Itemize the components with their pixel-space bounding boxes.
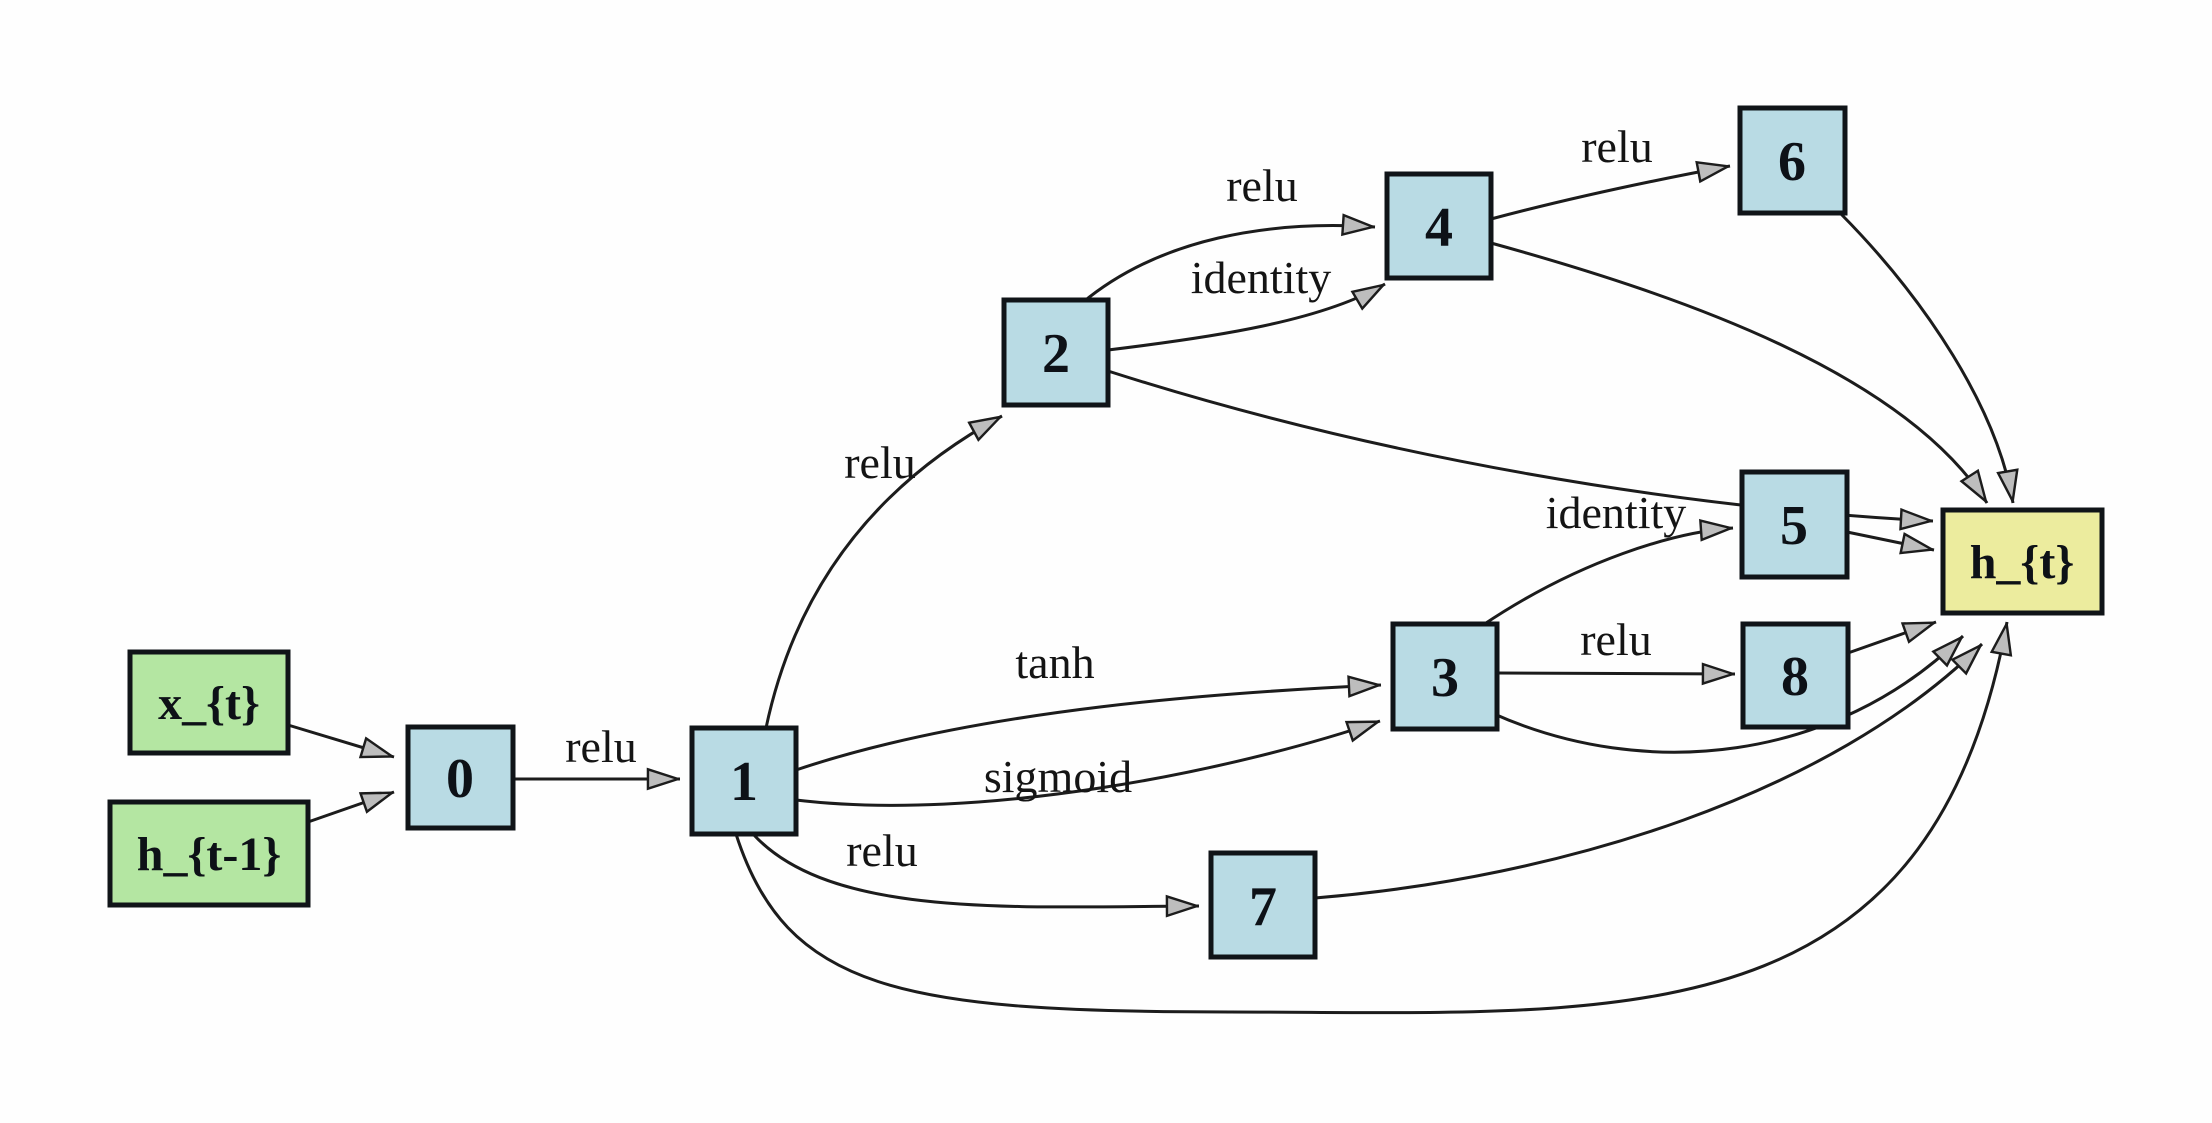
- edge-label-tanh-1-3: tanh: [1015, 637, 1094, 688]
- node-8-label: 8: [1781, 646, 1809, 708]
- edges-layer: [287, 166, 2013, 1015]
- edge-1-to-7: [751, 832, 1199, 907]
- edge-xt-to-0: [287, 723, 394, 759]
- nodes-layer: x_{t} h_{t-1} 0 1 2 3 4 5: [107, 105, 2105, 960]
- node-7-box: [1208, 850, 1318, 960]
- edge-label-sigmoid-1-3: sigmoid: [984, 751, 1132, 802]
- edge-label-identity-3-5: identity: [1546, 487, 1687, 538]
- edge-label-relu-2-4: relu: [1226, 160, 1298, 211]
- edge-1-to-3-sigmoid: [795, 719, 1380, 807]
- node-5: 5: [1739, 469, 1850, 580]
- edge-label-relu-1-2: relu: [844, 437, 916, 488]
- edge-label-relu-3-8: relu: [1580, 614, 1652, 665]
- node-1: 1: [689, 725, 799, 837]
- edge-3-to-8: [1496, 673, 1735, 674]
- node-xt: x_{t}: [127, 649, 291, 756]
- node-xt-label: x_{t}: [158, 677, 260, 730]
- node-0-box: [405, 724, 516, 831]
- edge-htprev-to-0: [307, 790, 394, 824]
- node-5-label: 5: [1780, 495, 1808, 557]
- edge-8-to-ht: [1847, 620, 1936, 655]
- node-2: 2: [1001, 297, 1111, 408]
- node-2-box: [1001, 297, 1111, 408]
- node-htprev: h_{t-1}: [107, 799, 311, 908]
- node-0-label: 0: [446, 748, 474, 810]
- node-3: 3: [1390, 621, 1500, 732]
- node-ht-label: h_{t}: [1970, 536, 2075, 589]
- edge-1-to-ht: [734, 622, 2007, 1015]
- node-7-label: 7: [1249, 876, 1277, 938]
- edge-3-to-5: [1482, 528, 1733, 627]
- node-0: 0: [405, 724, 516, 831]
- node-3-box: [1390, 621, 1500, 732]
- node-ht-box: [1940, 507, 2105, 616]
- edge-4-to-6: [1490, 166, 1730, 221]
- edge-labels-layer: relu relu tanh sigmoid relu relu identit…: [565, 121, 1686, 876]
- node-4-box: [1384, 171, 1494, 281]
- edge-5-to-ht: [1846, 530, 1934, 550]
- node-htprev-label: h_{t-1}: [137, 828, 282, 881]
- edge-label-relu-4-6: relu: [1581, 121, 1653, 172]
- node-6-box: [1737, 105, 1848, 216]
- edge-label-relu-1-7: relu: [846, 825, 918, 876]
- edge-label-relu-0-1: relu: [565, 721, 637, 772]
- node-ht: h_{t}: [1940, 507, 2105, 616]
- node-xt-box: [127, 649, 291, 756]
- node-2-label: 2: [1042, 323, 1070, 385]
- node-1-box: [689, 725, 799, 837]
- edge-6-to-ht: [1839, 212, 2013, 503]
- node-8: 8: [1740, 621, 1851, 730]
- node-6-label: 6: [1778, 131, 1806, 193]
- edge-2-to-4-identity: [1107, 282, 1385, 352]
- node-5-box: [1739, 469, 1850, 580]
- node-4: 4: [1384, 171, 1494, 281]
- edge-2-to-4-relu: [1081, 226, 1375, 305]
- node-1-label: 1: [730, 751, 758, 813]
- node-6: 6: [1737, 105, 1848, 216]
- node-3-label: 3: [1431, 647, 1459, 709]
- node-8-box: [1740, 621, 1851, 730]
- edge-1-to-3-tanh: [795, 685, 1381, 772]
- edge-3-to-ht: [1491, 636, 1963, 754]
- edge-4-to-ht: [1490, 241, 1989, 503]
- node-htprev-box: [107, 799, 311, 908]
- edge-1-to-2: [764, 414, 1002, 729]
- edge-7-to-ht: [1314, 644, 1982, 900]
- node-7: 7: [1208, 850, 1318, 960]
- node-4-label: 4: [1425, 197, 1453, 259]
- edge-label-identity-2-4: identity: [1191, 252, 1332, 303]
